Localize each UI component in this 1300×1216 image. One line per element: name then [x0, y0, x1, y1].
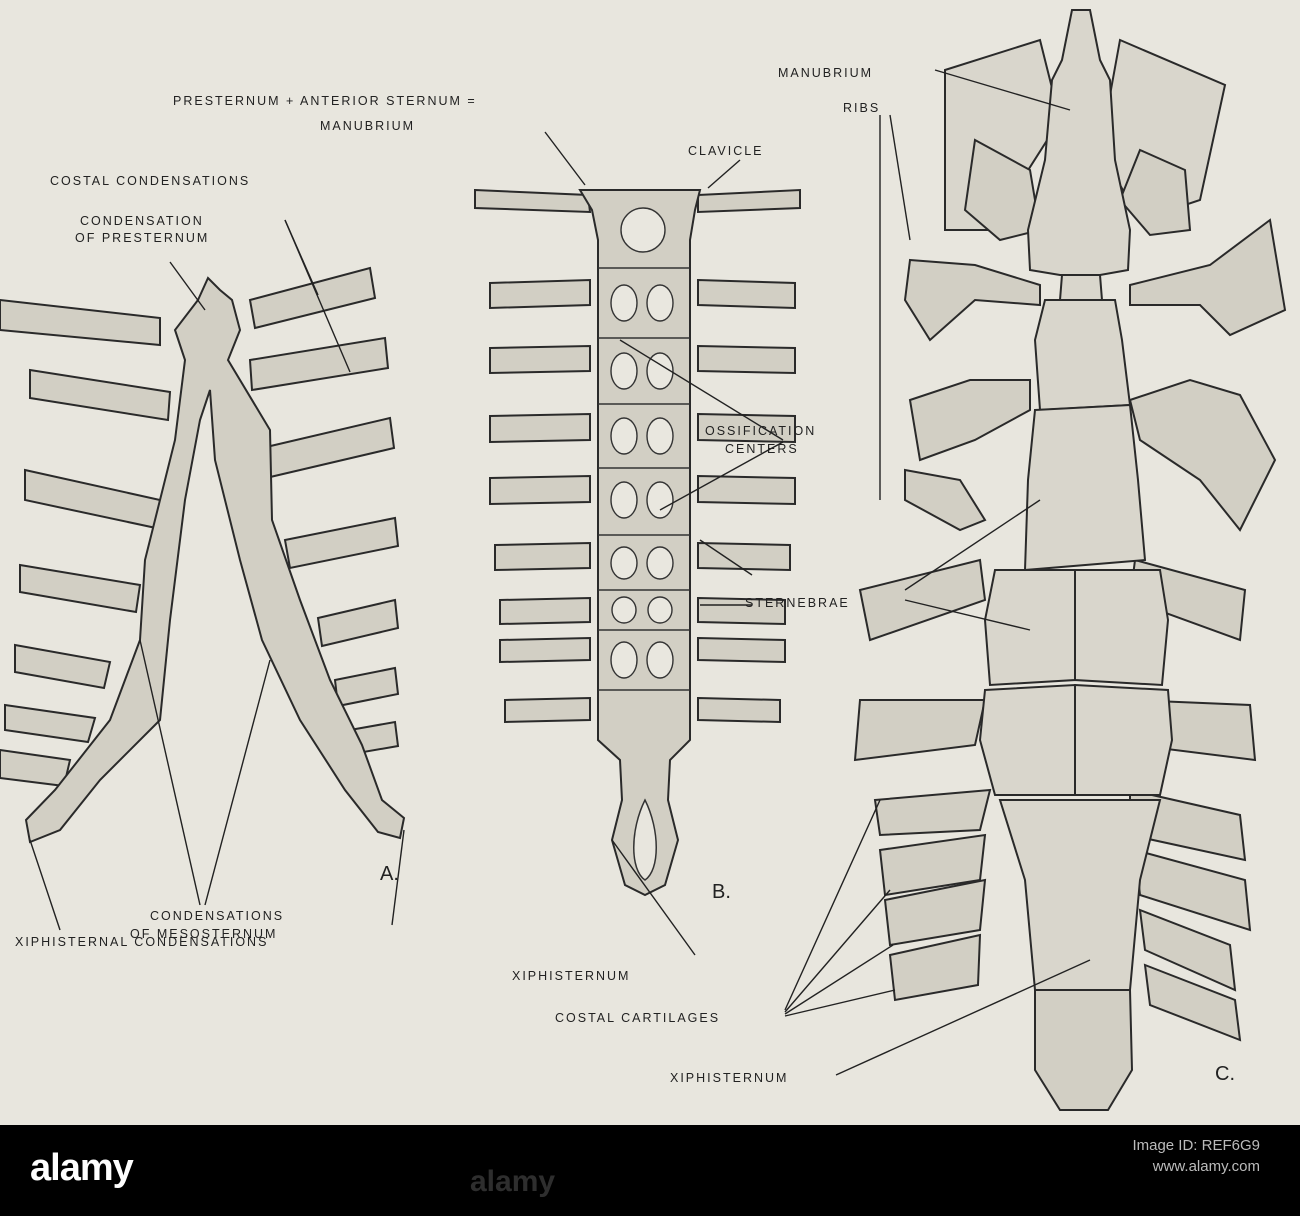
label-ossification-1: OSSIFICATION — [705, 424, 816, 438]
label-condensation-2: OF PRESTERNUM — [75, 231, 209, 245]
label-clavicle: CLAVICLE — [688, 144, 764, 158]
leader — [170, 262, 205, 310]
label-xiphisternal-condensations: XIPHISTERNAL CONDENSATIONS — [15, 935, 268, 949]
panel-label-b: B. — [712, 881, 731, 903]
panel-a — [0, 220, 404, 930]
panel-c-rib — [910, 380, 1030, 460]
panel-a-rib — [335, 668, 398, 706]
panel-a-rib — [5, 705, 95, 742]
figure-drawing: PRESTERNUM + ANTERIOR STERNUM = MANUBRIU… — [0, 0, 1300, 1125]
panel-label-a: A. — [380, 863, 399, 885]
costal-cartilage — [855, 700, 985, 760]
leader — [785, 890, 890, 1012]
panel-c-sternebra — [1025, 405, 1145, 570]
panel-c-sternebra — [980, 685, 1075, 795]
alamy-logo: alamy — [30, 1147, 133, 1190]
panel-c-sternebra — [985, 570, 1075, 685]
label-manubrium-b: MANUBRIUM — [320, 119, 415, 133]
label-ossification-2: CENTERS — [725, 442, 799, 456]
panel-c-sternebra — [1075, 570, 1168, 685]
stock-info: Image ID: REF6G9 www.alamy.com — [1132, 1137, 1260, 1175]
panel-c-rib — [1130, 380, 1275, 530]
watermark: alamy — [470, 1165, 555, 1199]
panel-c-sternebra — [1075, 685, 1172, 795]
leader — [30, 840, 60, 930]
panel-label-c: C. — [1215, 1063, 1235, 1085]
stock-footer: alamy alamy Image ID: REF6G9 www.alamy.c… — [0, 1125, 1300, 1216]
leader — [708, 160, 740, 188]
label-xiphisternum-b: XIPHISTERNUM — [512, 969, 630, 983]
leader — [205, 660, 270, 905]
label-mesosternum-1: CONDENSATIONS — [150, 909, 284, 923]
clavicle — [475, 190, 590, 212]
clavicle — [698, 190, 800, 212]
panel-c-sternebra — [1035, 300, 1130, 410]
image-id-label: Image ID: REF6G9 — [1132, 1137, 1260, 1154]
costal-cartilage — [860, 560, 985, 640]
panel-a-rib — [250, 268, 375, 328]
panel-a-rib — [0, 750, 70, 786]
panel-a-rib — [285, 518, 398, 568]
panel-a-rib — [262, 418, 394, 478]
panel-c — [785, 10, 1285, 1110]
panel-c-rib — [1130, 220, 1285, 335]
panel-a-rib — [250, 338, 388, 390]
label-costal-cartilages: COSTAL CARTILAGES — [555, 1011, 720, 1025]
sternum-figure: PRESTERNUM + ANTERIOR STERNUM = MANUBRIU… — [0, 0, 1300, 1125]
costal-cartilage — [875, 790, 990, 835]
panel-b-sternum — [580, 190, 700, 895]
label-manubrium-c: MANUBRIUM — [778, 66, 873, 80]
panel-c-rib — [905, 260, 1040, 340]
leader — [785, 800, 880, 1010]
leader — [140, 640, 200, 905]
panel-a-rib — [0, 300, 160, 345]
panel-c-sternebra — [1060, 275, 1102, 300]
label-presternum-anterior: PRESTERNUM + ANTERIOR STERNUM = — [173, 94, 477, 108]
label-xiphisternum-c: XIPHISTERNUM — [670, 1071, 788, 1085]
panel-c-xiphoid — [1000, 800, 1160, 990]
label-sternebrae: STERNEBRAE — [745, 596, 850, 610]
leader — [890, 115, 910, 240]
panel-a-rib — [20, 565, 140, 612]
label-costal-condensations: COSTAL CONDENSATIONS — [50, 174, 250, 188]
site-url: www.alamy.com — [1132, 1158, 1260, 1175]
leader — [545, 132, 585, 185]
panel-a-rib — [318, 600, 398, 646]
panel-a-rib — [15, 645, 110, 688]
panel-a-rib — [30, 370, 170, 420]
panel-a-rib — [25, 470, 160, 528]
panel-c-xiphisternum — [1035, 990, 1132, 1110]
panel-b — [475, 132, 800, 955]
panel-c-rib — [905, 470, 985, 530]
label-ribs: RIBS — [843, 101, 880, 115]
costal-cartilage — [890, 935, 980, 1000]
label-condensation-1: CONDENSATION — [80, 214, 204, 228]
